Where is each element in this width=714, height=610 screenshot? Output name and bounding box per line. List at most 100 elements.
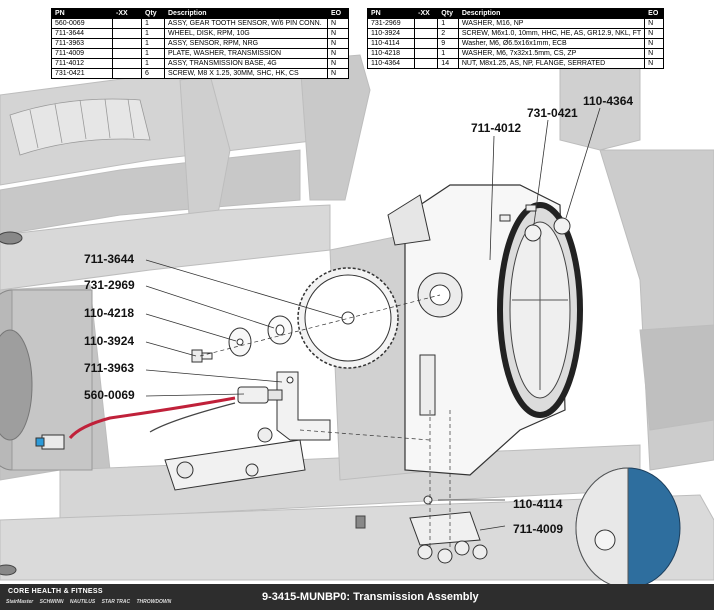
cell-pn: 110-4114	[366, 38, 416, 49]
cell-description: NUT, M8x1.25, AS, NP, FLANGE, SERRATED	[457, 58, 646, 69]
cell-xx	[112, 18, 142, 29]
cell-qty: 1	[141, 28, 165, 39]
washer-m16	[267, 315, 293, 345]
cell-eo: N	[644, 28, 664, 39]
callout-110-4364: 110-4364	[583, 94, 634, 108]
page-title: 9-3415-MUNBP0: Transmission Assembly	[262, 591, 479, 603]
header-qty: Qty	[141, 8, 165, 19]
table-row: 731-0421 6 SCREW, M8 X 1.25, 30MM, SHC, …	[51, 68, 349, 79]
cell-qty: 9	[437, 38, 459, 49]
cell-qty: 2	[437, 28, 459, 39]
callout-110-4114: 110-4114	[513, 497, 563, 511]
cell-pn: 711-4009	[51, 48, 113, 59]
cell-xx	[112, 28, 142, 39]
cell-qty: 1	[141, 18, 165, 29]
header-xx: -XX	[414, 8, 439, 19]
cell-xx	[112, 68, 142, 79]
cell-description: ASSY, SENSOR, RPM, NRG	[164, 38, 328, 49]
sensor-mount-base	[164, 427, 306, 491]
cell-qty: 1	[437, 18, 459, 29]
cell-description: WASHER, M16, NP	[457, 18, 646, 29]
callout-560-0069: 560-0069	[84, 388, 135, 402]
cell-eo: N	[644, 48, 664, 59]
cell-description: ASSY, GEAR TOOTH SENSOR, W/6 PIN CONN.	[164, 18, 328, 29]
leader-lines	[145, 107, 601, 531]
cell-xx	[414, 48, 439, 59]
cell-eo: N	[327, 58, 349, 69]
callout-731-2969: 731-2969	[84, 278, 135, 292]
cell-description: ASSY, TRANSMISSION BASE, 4G	[164, 58, 328, 69]
table-row: 711-3644 1 WHEEL, DISK, RPM, 10G N	[51, 28, 349, 39]
table-row: 731-2969 1 WASHER, M16, NP N	[366, 18, 664, 29]
sensor-bracket	[276, 371, 331, 441]
cell-xx	[414, 58, 439, 69]
cell-pn: 110-4218	[366, 48, 416, 59]
cell-description: SCREW, M6x1.0, 10mm, HHC, HE, AS, GR12.9…	[457, 28, 646, 39]
assembly-axis-lines	[199, 294, 451, 550]
cell-description: WASHER, M6, 7x32x1.5mm, CS, ZP	[457, 48, 646, 59]
cell-pn: 731-2969	[366, 18, 416, 29]
cell-eo: N	[644, 18, 664, 29]
header-qty: Qty	[437, 8, 459, 19]
belt-ribs	[9, 98, 151, 156]
cell-xx	[414, 38, 439, 49]
parts-table-left: PN -XX Qty Description EO 560-0069 1 ASS…	[51, 8, 349, 79]
cell-eo: N	[327, 28, 349, 39]
cell-xx	[112, 48, 142, 59]
callout-110-4218: 110-4218	[84, 306, 135, 320]
header-description: Description	[164, 8, 328, 19]
table-row: 560-0069 1 ASSY, GEAR TOOTH SENSOR, W/6 …	[51, 18, 349, 29]
footer-bar: CORE HEALTH & FITNESS StairMaster SCHWIN…	[0, 584, 714, 610]
callout-711-4009: 711-4009	[513, 522, 564, 536]
cell-qty: 1	[141, 38, 165, 49]
cell-pn: 711-3963	[51, 38, 113, 49]
brand-logo: SCHWINN	[39, 599, 64, 605]
cell-qty: 1	[141, 48, 165, 59]
background-frame	[0, 54, 714, 581]
rpm-wheel-disk	[297, 267, 399, 369]
table-header-row: PN -XX Qty Description EO	[51, 8, 349, 19]
table-row: 110-4218 1 WASHER, M6, 7x32x1.5mm, CS, Z…	[366, 48, 664, 59]
sensor-cable	[68, 396, 236, 440]
cell-description: PLATE, WASHER, TRANSMISSION	[164, 48, 328, 59]
header-pn: PN	[51, 8, 113, 19]
callout-711-3644: 711-3644	[84, 252, 135, 266]
callout-110-3924: 110-3924	[84, 334, 135, 348]
cell-eo: N	[327, 18, 349, 29]
cell-pn: 110-3924	[366, 28, 416, 39]
washer-m6-large	[228, 327, 252, 357]
foot-pads	[0, 231, 366, 576]
parts-table-right: PN -XX Qty Description EO 731-2969 1 WAS…	[366, 8, 664, 69]
blue-roller	[575, 467, 681, 589]
screw-m6	[191, 349, 213, 363]
callout-731-0421: 731-0421	[527, 106, 578, 120]
cell-xx	[112, 38, 142, 49]
nut-and-screw-hardware	[499, 204, 571, 242]
cell-pn: 110-4364	[366, 58, 416, 69]
cell-qty: 6	[141, 68, 165, 79]
cell-description: SCREW, M8 X 1.25, 30MM, SHC, HK, CS	[164, 68, 328, 79]
cell-description: WHEEL, DISK, RPM, 10G	[164, 28, 328, 39]
connector	[35, 434, 65, 450]
brand-logo: NAUTILUS	[69, 599, 96, 605]
callout-711-3963: 711-3963	[84, 361, 135, 375]
cell-eo: N	[327, 38, 349, 49]
brand-logo: StairMaster	[6, 599, 34, 605]
brand-logos: StairMaster SCHWINN NAUTILUS STAR TRAC T…	[6, 599, 176, 605]
cell-qty: 1	[141, 58, 165, 69]
cell-eo: N	[327, 48, 349, 59]
table-row: 711-4012 1 ASSY, TRANSMISSION BASE, 4G N	[51, 58, 349, 69]
cell-eo: N	[644, 58, 664, 69]
cell-eo: N	[327, 68, 349, 79]
cell-pn: 560-0069	[51, 18, 113, 29]
header-xx: -XX	[112, 8, 142, 19]
table-row: 110-4114 9 Washer, M6, Ø6.5x16x1mm, ECB …	[366, 38, 664, 49]
header-pn: PN	[366, 8, 416, 19]
rpm-sensor	[237, 386, 283, 404]
table-row: 110-4364 14 NUT, M8x1.25, AS, NP, FLANGE…	[366, 58, 664, 69]
cell-description: Washer, M6, Ø6.5x16x1mm, ECB	[457, 38, 646, 49]
company-name: CORE HEALTH & FITNESS	[8, 588, 103, 595]
cell-pn: 711-3644	[51, 28, 113, 39]
cell-eo: N	[644, 38, 664, 49]
